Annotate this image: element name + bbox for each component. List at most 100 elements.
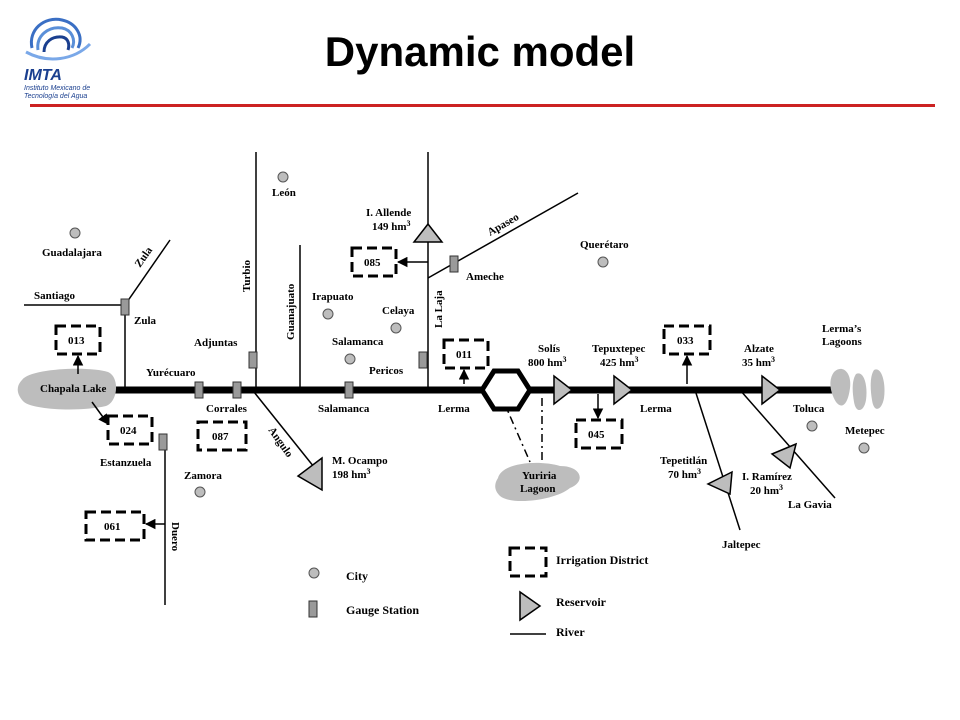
legend: City Gauge Station Irrigation District R… xyxy=(308,546,648,639)
river-duero-label: Duero xyxy=(169,522,181,552)
city-celaya-label: Celaya xyxy=(382,305,415,317)
svg-text:425 hm3: 425 hm3 xyxy=(600,355,639,369)
legend-reservoir-icon xyxy=(519,590,542,622)
gauge-yurecuaro-icon xyxy=(194,381,204,399)
reservoir-solis-name: Solís xyxy=(538,343,561,355)
district-085-label: 085 xyxy=(364,257,381,269)
city-salamanca-label: Salamanca xyxy=(332,336,384,348)
district-045-box xyxy=(574,418,624,450)
ramirez-river xyxy=(739,389,836,499)
district-045-label: 045 xyxy=(588,429,605,441)
district-033-box xyxy=(662,324,712,356)
gauge-zula-label: Zula xyxy=(134,315,157,327)
reservoir-tepetitlan-icon xyxy=(706,470,733,496)
gauges xyxy=(120,255,459,451)
reservoir-ocampo-icon xyxy=(296,456,323,492)
logo-mark: IMTA xyxy=(24,67,62,84)
reservoir-allende-exp: 3 xyxy=(407,219,411,228)
district-033-label: 033 xyxy=(677,335,694,347)
reservoir-solis-exp: 3 xyxy=(563,355,567,364)
district-024-box xyxy=(106,414,154,446)
district-061-label: 061 xyxy=(104,521,121,533)
svg-text:198 hm3: 198 hm3 xyxy=(332,467,371,481)
reservoir-alzate-exp: 3 xyxy=(771,355,775,364)
city-leon-icon xyxy=(277,171,289,183)
reservoir-ramirez-name: I. Ramírez xyxy=(742,471,792,483)
svg-text:35 hm3: 35 hm3 xyxy=(742,355,775,369)
gauge-salamanca-icon xyxy=(344,381,354,399)
legend-gauge-icon xyxy=(308,600,318,618)
yuriria-junction-hexagon xyxy=(479,368,533,412)
yuriria-link-2 xyxy=(502,399,531,463)
reservoir-alzate-cap: 35 hm xyxy=(742,357,771,369)
district-labels: 013 024 087 085 011 033 045 061 xyxy=(68,257,694,533)
gauge-lerma1-label: Lerma xyxy=(438,403,470,415)
city-labels: León Guadalajara Querétaro Irapuato Cela… xyxy=(42,187,885,482)
tepetitlan-river xyxy=(694,389,741,531)
district-085-box xyxy=(350,246,398,278)
gauge-corrales-label: Corrales xyxy=(206,403,248,415)
chapala-label: Chapala Lake xyxy=(40,383,106,395)
gauge-estanzuela-label: Estanzuela xyxy=(100,457,152,469)
gauge-santiago-label: Santiago xyxy=(34,290,75,302)
yuriria-label-1: Yuriria xyxy=(522,470,557,482)
city-salamanca-icon xyxy=(344,353,356,365)
chapala-lake-shape xyxy=(17,368,117,410)
city-zamora-label: Zamora xyxy=(184,470,222,482)
city-celaya-icon xyxy=(390,322,402,334)
gauge-lerma2-label: Lerma xyxy=(640,403,672,415)
district-011-box xyxy=(442,338,490,370)
reservoir-tepetitlan-name: Tepetitlán xyxy=(660,455,707,467)
reservoirs xyxy=(296,222,798,496)
legend-city-icon xyxy=(308,567,320,579)
city-irapuato-icon xyxy=(322,308,334,320)
svg-text:149 hm3: 149 hm3 xyxy=(372,219,411,233)
svg-text:70 hm3: 70 hm3 xyxy=(668,467,701,481)
gauge-labels: Santiago Zula Adjuntas Yurécuaro Pericos… xyxy=(34,271,832,551)
reservoir-tepetitlan-exp: 3 xyxy=(697,467,701,476)
reservoir-allende-cap: 149 hm xyxy=(372,221,407,233)
gauge-yurecuaro-label: Yurécuaro xyxy=(146,367,196,379)
river-angulo-label: Angulo xyxy=(266,425,296,460)
logo-line1: Instituto Mexicano de xyxy=(24,85,90,92)
reservoir-ocampo-cap: 198 hm xyxy=(332,469,367,481)
legend-gauge-label: Gauge Station xyxy=(346,603,419,617)
reservoir-labels: I. Allende 149 hm3 Solís 800 hm3 Tepuxte… xyxy=(332,207,792,497)
gauge-ameche-label: Ameche xyxy=(466,271,504,283)
supply-arrows xyxy=(72,256,693,530)
city-leon-label: León xyxy=(272,187,296,199)
reservoir-tepuxtepec-exp: 3 xyxy=(635,355,639,364)
reservoir-solis-cap: 800 hm xyxy=(528,357,563,369)
district-013-box xyxy=(54,324,102,356)
river-la-laja-label: La Laja xyxy=(433,290,445,328)
river-turbio-label: Turbio xyxy=(241,259,253,292)
angulo-river xyxy=(253,391,319,473)
city-metepec-icon xyxy=(858,442,870,454)
reservoir-ocampo-name: M. Ocampo xyxy=(332,455,388,467)
logo-swirl-icon xyxy=(25,17,92,61)
lerma-lagoons-label-2: Lagoons xyxy=(822,336,862,348)
district-024-label: 024 xyxy=(120,425,137,437)
city-queretaro-icon xyxy=(597,256,609,268)
city-queretaro-label: Querétaro xyxy=(580,239,629,251)
reservoir-allende-name: I. Allende xyxy=(366,207,411,219)
yuriria-label-2: Lagoon xyxy=(520,483,555,495)
svg-text:20 hm3: 20 hm3 xyxy=(750,483,783,497)
gauge-la-gavia-label: La Gavia xyxy=(788,499,832,511)
gauge-estanzuela-icon xyxy=(158,433,168,451)
title-underline xyxy=(30,104,935,107)
reservoir-ramirez-icon xyxy=(770,442,798,470)
legend-irrigation-icon xyxy=(508,546,548,578)
reservoir-tepetitlan-cap: 70 hm xyxy=(668,469,697,481)
gauge-jaltepec-label: Jaltepec xyxy=(722,539,761,551)
city-metepec-label: Metepec xyxy=(845,425,885,437)
city-toluca-icon xyxy=(806,420,818,432)
river-guanajuato-label: Guanajuato xyxy=(285,283,297,340)
district-087-box xyxy=(196,420,248,452)
gauge-ameche-icon xyxy=(449,255,459,273)
reservoir-tepuxtepec-icon xyxy=(613,374,634,406)
city-guadalajara-label: Guadalajara xyxy=(42,247,102,259)
reservoir-alzate-icon xyxy=(761,374,782,406)
district-087-label: 087 xyxy=(212,431,229,443)
lerma-lagoons-label-1: Lerma’s xyxy=(822,323,862,335)
